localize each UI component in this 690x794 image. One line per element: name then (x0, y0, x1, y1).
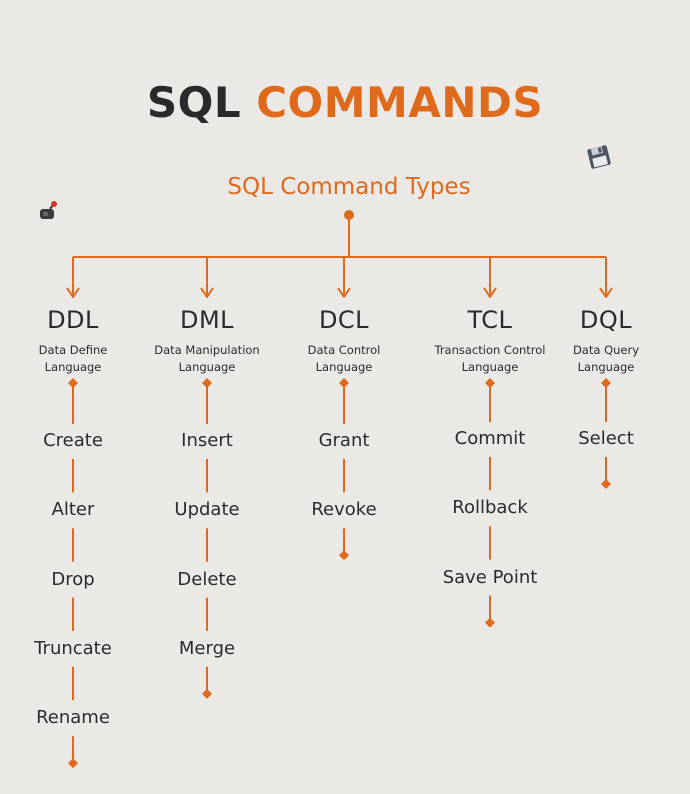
type-abbr: TCL (467, 306, 513, 334)
type-description-line: Language (461, 360, 519, 374)
command-item: Merge (178, 637, 236, 659)
joystick-icon (40, 201, 57, 219)
branch-arrowhead (66, 287, 80, 298)
type-description-line: Data Define (38, 343, 108, 357)
command-item: Drop (51, 568, 95, 590)
chain-end-diamond (485, 617, 495, 628)
type-abbr: DDL (47, 306, 99, 334)
title-commands: COMMANDS (256, 78, 544, 127)
type-abbr: DML (179, 306, 235, 334)
command-item: Grant (318, 430, 370, 451)
floppy-disk-icon (587, 145, 611, 169)
type-description-line: Data Manipulation (154, 343, 260, 357)
type-abbr: DCL (318, 306, 370, 334)
command-item: Save Point (442, 566, 538, 588)
command-item: Insert (181, 430, 233, 451)
type-description-line: Language (44, 360, 102, 374)
type-description-line: Language (315, 360, 373, 374)
command-item: Create (43, 430, 103, 451)
command-item: Delete (177, 568, 237, 590)
command-item: Commit (454, 428, 526, 449)
title-sql: SQL (146, 78, 242, 127)
branch-arrowhead (599, 287, 613, 298)
command-item: Rename (36, 707, 110, 729)
command-item: Select (578, 428, 634, 449)
command-item: Update (174, 499, 240, 521)
chain-end-diamond (68, 758, 78, 769)
command-item: Truncate (34, 637, 112, 659)
branch-arrowhead (483, 287, 497, 298)
diagram-subtitle: SQL Command Types (227, 174, 471, 200)
type-abbr: DQL (579, 306, 633, 334)
command-item: Alter (51, 499, 95, 521)
type-description-line: Data Control (307, 343, 381, 357)
chain-end-diamond (601, 479, 611, 489)
type-description-line: Language (178, 360, 236, 374)
type-description-line: Data Query (572, 343, 640, 357)
branch-arrowhead (200, 287, 214, 298)
type-description-line: Language (577, 360, 635, 374)
type-description-line: Transaction Control (434, 343, 546, 357)
command-item: Rollback (452, 497, 528, 519)
page-title: SQL COMMANDS (0, 76, 690, 130)
chain-end-diamond (339, 550, 349, 561)
chain-end-diamond (202, 688, 212, 699)
command-item: Revoke (311, 499, 377, 521)
branch-arrowhead (337, 287, 351, 298)
